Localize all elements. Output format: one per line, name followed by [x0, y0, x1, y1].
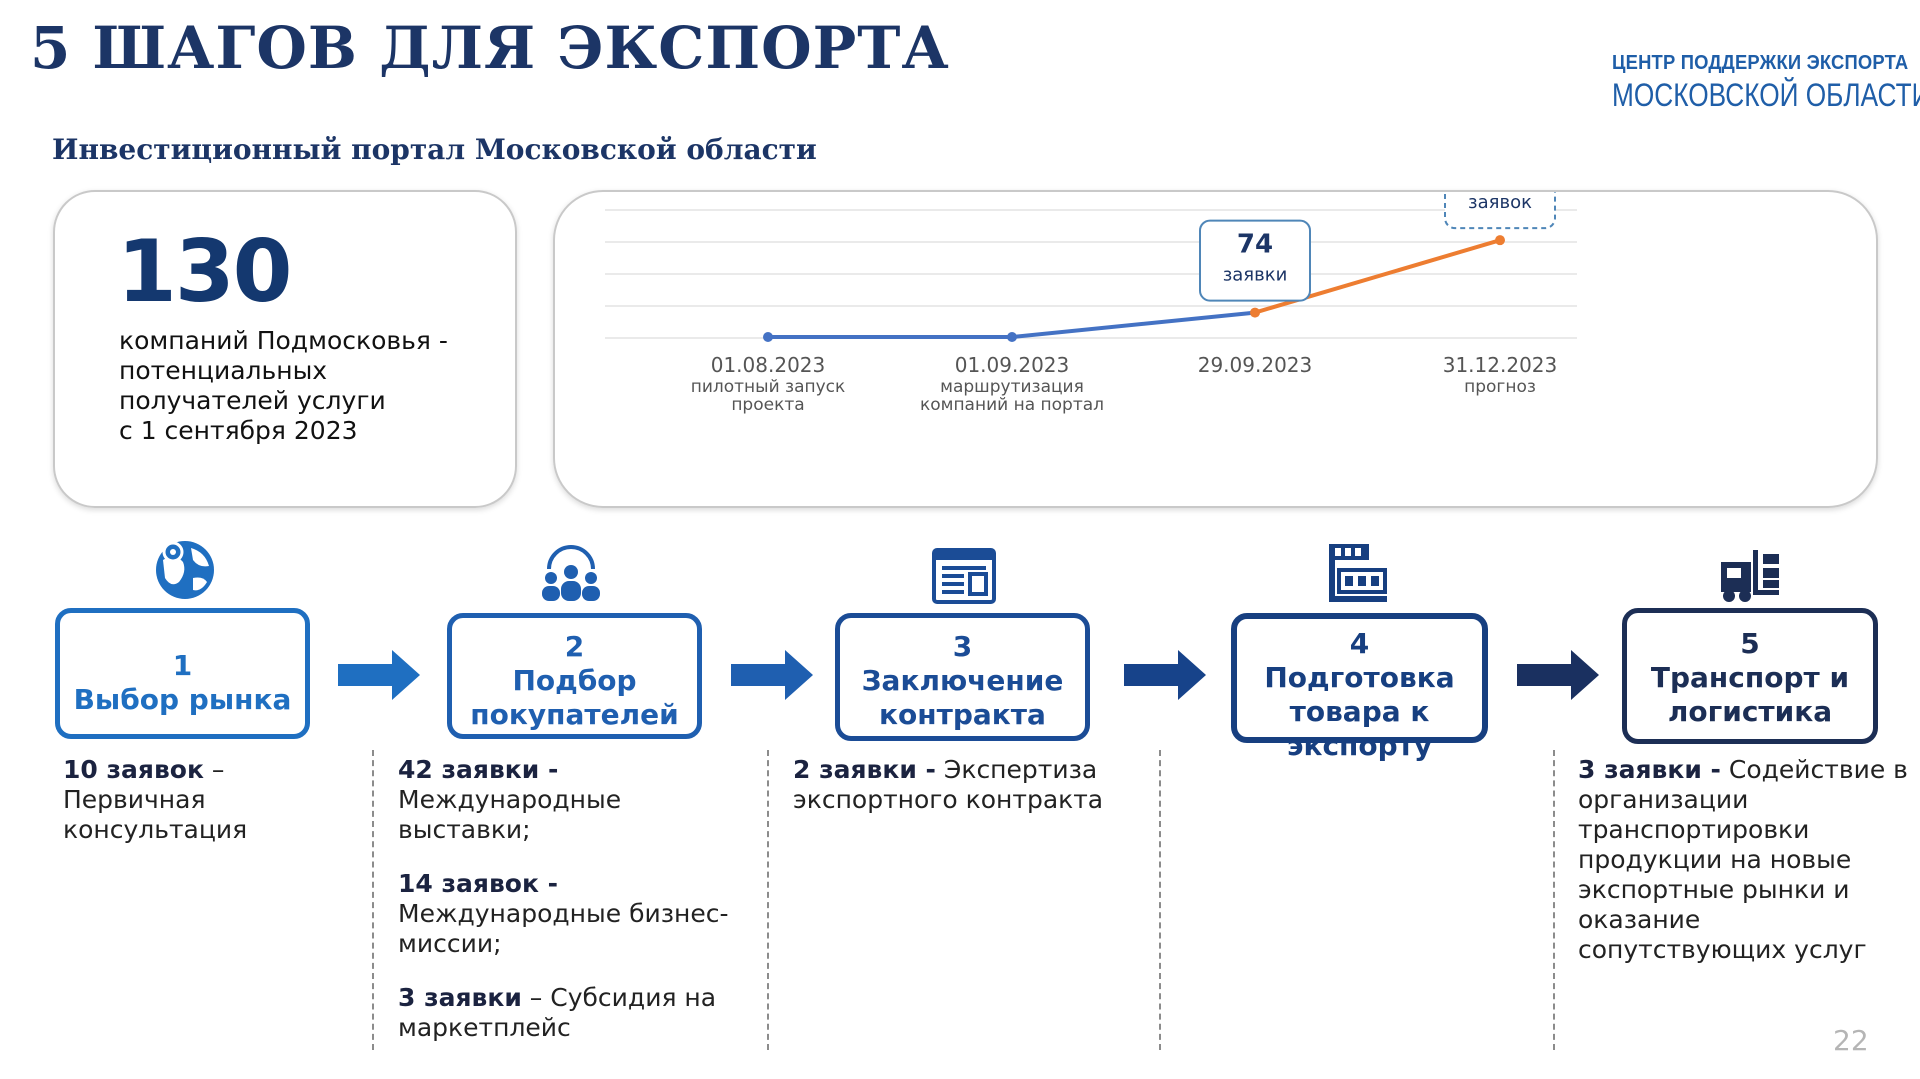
stat-desc-line: потенциальных: [119, 356, 328, 385]
stat-description: компаний Подмосковья - потенциальных пол…: [119, 326, 499, 446]
stat-desc-line: компаний Подмосковья -: [119, 326, 448, 355]
step-number: 1: [172, 649, 193, 682]
logo-line-2: МОСКОВСКОЙ ОБЛАСТИ: [1612, 77, 1920, 113]
step-label: Выбор рынка: [73, 683, 292, 716]
step-5-description: 3 заявки - Содействие в организации тран…: [1578, 755, 1908, 989]
contract-document-icon: [932, 548, 996, 604]
page-number: 22: [1833, 1024, 1869, 1057]
callout-unit: заявки: [1223, 265, 1288, 286]
step-number: 4: [1349, 627, 1370, 660]
step-label: Подготовка товара к экспорту: [1264, 661, 1455, 762]
data-point: [1495, 235, 1505, 246]
x-tick-label: 01.09.2023: [955, 353, 1070, 377]
step-label: Транспорт и логистика: [1650, 661, 1850, 728]
logo-line-1: ЦЕНТР ПОДДЕРЖКИ ЭКСПОРТА: [1612, 52, 1909, 74]
step-number: 5: [1740, 627, 1760, 660]
step-4-box: 4 Подготовка товара к экспорту: [1231, 613, 1488, 762]
x-tick-sublabel: маршрутизация: [940, 377, 1084, 397]
arrow-right-icon: [731, 650, 813, 700]
column-divider: [767, 750, 769, 1050]
data-point: [763, 332, 773, 342]
x-tick-sublabel: прогноз: [1464, 377, 1536, 397]
request-text: Содействие в организации транспортировки…: [1578, 755, 1908, 964]
data-point: [1007, 332, 1017, 342]
callout-value: 74: [1237, 230, 1273, 260]
step-number: 3: [952, 630, 973, 663]
globe-map-icon: [156, 541, 214, 599]
x-tick-sublabel: компаний на портал: [920, 395, 1104, 415]
warehouse-goods-icon: [1329, 544, 1387, 602]
arrow-right-icon: [338, 650, 420, 700]
request-count: 2 заявки -: [793, 755, 936, 784]
step-2-box: 2 Подбор покупателей: [447, 613, 702, 739]
request-count: 3 заявки: [398, 983, 522, 1012]
step-1-description: 10 заявок – Первичная консультация: [63, 755, 293, 869]
callout-box: [1444, 192, 1556, 230]
page-title: 5 ШАГОВ ДЛЯ ЭКСПОРТА: [30, 14, 950, 82]
subtitle: Инвестиционный портал Московской области: [52, 133, 817, 166]
people-group-icon: [542, 545, 600, 601]
arrow-right-icon: [1124, 650, 1206, 700]
callout-unit: заявок: [1468, 192, 1532, 213]
column-divider: [372, 750, 374, 1050]
request-text: Международные бизнес-миссии;: [398, 899, 729, 958]
column-divider: [1553, 750, 1555, 1050]
step-5-box: 5 Транспорт и логистика: [1622, 608, 1878, 744]
stat-card: 130 компаний Подмосковья - потенциальных…: [53, 190, 517, 508]
step-number: 2: [564, 630, 585, 663]
data-point: [1250, 307, 1260, 318]
request-count: 14 заявок -: [398, 869, 558, 898]
step-3-box: 3 Заключение контракта: [835, 613, 1090, 741]
request-count: 10 заявок: [63, 755, 204, 784]
x-tick-sublabel: проекта: [731, 395, 804, 415]
column-divider: [1159, 750, 1161, 1050]
x-tick-label: 31.12.2023: [1443, 353, 1558, 377]
stat-number: 130: [117, 222, 293, 322]
callout-box: [1199, 219, 1311, 302]
stat-desc-line: с 1 сентября 2023: [119, 416, 358, 445]
request-text: – Первичная консультация: [63, 755, 248, 844]
x-tick-label: 29.09.2023: [1198, 353, 1313, 377]
step-1-box: 1 Выбор рынка: [55, 608, 310, 739]
request-count: 42 заявки -: [398, 755, 559, 784]
step-label: Заключение контракта: [861, 664, 1064, 731]
step-3-description: 2 заявки - Экспертиза экспортного контра…: [793, 755, 1133, 839]
stat-desc-line: получателей услуги: [119, 386, 386, 415]
request-text: – Субсидия на маркетплейс: [398, 983, 717, 1042]
request-text: Экспертиза экспортного контракта: [793, 755, 1104, 814]
request-count: 3 заявки -: [1578, 755, 1721, 784]
request-text: Международные выставки;: [398, 785, 622, 844]
x-tick-sublabel: пилотный запуск: [691, 377, 846, 397]
forklift-icon: [1721, 550, 1779, 602]
step-label: Подбор покупателей: [470, 664, 679, 731]
logo: ЦЕНТР ПОДДЕРЖКИ ЭКСПОРТА МОСКОВСКОЙ ОБЛА…: [1612, 52, 1920, 114]
series-line-segment: [1010, 310, 1257, 339]
x-tick-label: 01.08.2023: [711, 353, 826, 377]
step-2-description: 42 заявки - Международные выставки; 14 з…: [398, 755, 748, 1067]
arrow-right-icon: [1517, 650, 1599, 700]
